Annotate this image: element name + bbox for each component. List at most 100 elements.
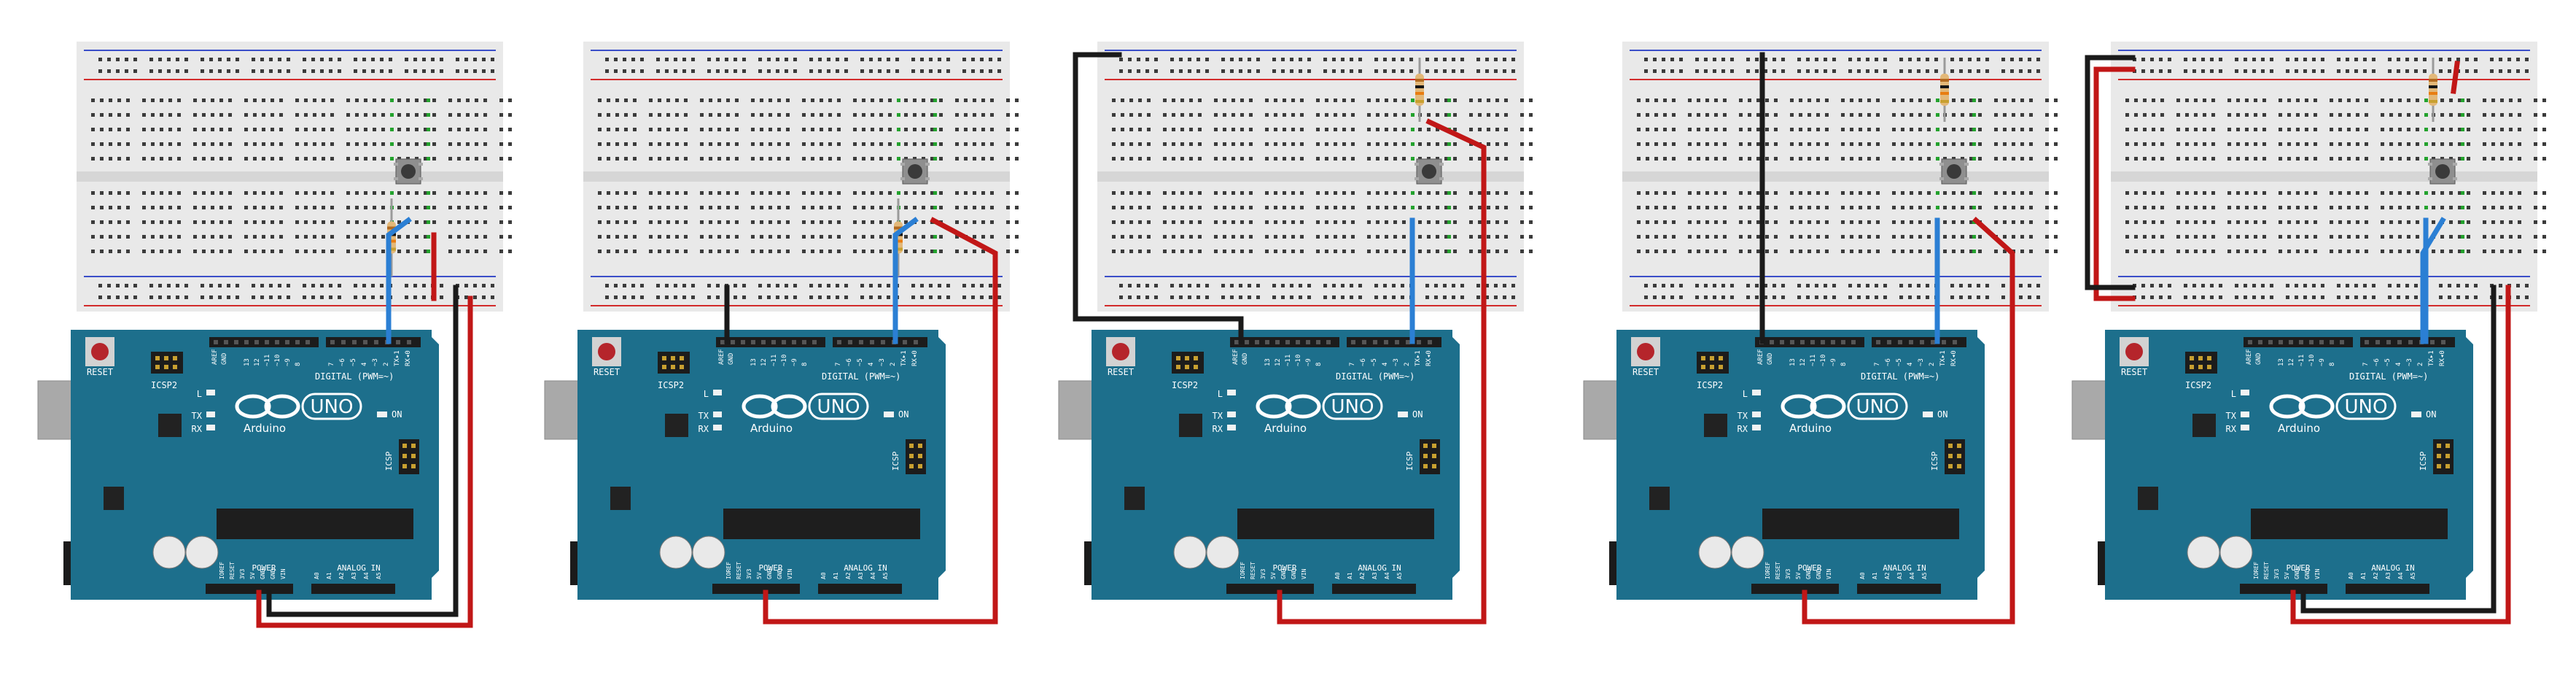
terminal-hole (2398, 220, 2402, 224)
rail-hole (329, 58, 332, 61)
terminal-hole (871, 128, 874, 131)
terminal-hole (1901, 128, 1904, 131)
terminal-hole (1147, 250, 1151, 253)
terminal-hole (1147, 157, 1151, 161)
digital-pin-label: 4 (2395, 363, 2402, 366)
terminal-hole (2211, 191, 2215, 195)
terminal-hole (1249, 157, 1253, 161)
terminal-hole (2143, 220, 2147, 224)
header-pin (2289, 340, 2293, 344)
terminal-hole (313, 128, 316, 131)
terminal-hole (2509, 128, 2513, 131)
terminal-hole (1943, 235, 1947, 239)
header-pin (2408, 340, 2413, 344)
rail-hole (1460, 69, 1464, 73)
terminal-hole (871, 157, 874, 161)
active-hole (2461, 220, 2464, 224)
terminal-hole (2449, 235, 2453, 239)
terminal-hole (1978, 98, 1982, 102)
terminal-hole (177, 157, 181, 161)
rail-hole (1653, 69, 1657, 73)
terminal-hole (1436, 98, 1439, 102)
active-hole (933, 191, 937, 195)
active-hole (933, 235, 937, 239)
terminal-hole (1487, 113, 1490, 117)
terminal-hole (2245, 220, 2249, 224)
terminal-hole (1918, 235, 1922, 239)
center-channel (1097, 171, 1524, 182)
terminal-hole (1231, 191, 1235, 195)
terminal-hole (466, 113, 470, 117)
terminal-hole (820, 206, 823, 209)
microcontroller-chip (217, 509, 413, 539)
terminal-hole (2305, 113, 2308, 117)
terminal-hole (1748, 250, 1751, 253)
terminal-hole (930, 98, 934, 102)
terminal-hole (109, 142, 112, 146)
terminal-hole (2330, 128, 2333, 131)
rail-hole (2036, 284, 2040, 287)
terminal-hole (2407, 128, 2410, 131)
terminal-hole (2365, 113, 2368, 117)
terminal-hole (633, 235, 637, 239)
terminal-hole (1163, 113, 1167, 117)
terminal-hole (2305, 142, 2308, 146)
rail-hole (98, 295, 102, 299)
terminal-hole (304, 250, 308, 253)
terminal-hole (820, 142, 823, 146)
terminal-hole (1006, 206, 1010, 209)
terminal-hole (381, 235, 385, 239)
terminal-hole (1006, 128, 1010, 131)
terminal-hole (786, 206, 790, 209)
terminal-hole (2483, 191, 2486, 195)
rail-hole (2201, 69, 2205, 73)
terminal-hole (177, 220, 181, 224)
rail-hole (656, 284, 660, 287)
terminal-hole (193, 250, 197, 253)
terminal-hole (828, 250, 832, 253)
rail-hole (1425, 284, 1429, 287)
terminal-hole (2381, 235, 2384, 239)
terminal-hole (1385, 98, 1388, 102)
rail-hole (1119, 295, 1123, 299)
terminal-hole (1654, 128, 1658, 131)
rail-hole (1832, 295, 1836, 299)
digital-pin-label: TX▸1 (1415, 350, 1422, 366)
rail-hole (1452, 284, 1455, 287)
terminal-hole (1214, 128, 1218, 131)
header-pin (848, 340, 852, 344)
terminal-hole (1274, 250, 1277, 253)
rail-hole (456, 58, 459, 61)
terminal-hole (802, 157, 806, 161)
led-icon (206, 425, 215, 430)
rail-hole (1670, 69, 1674, 73)
terminal-hole (330, 113, 334, 117)
terminal-hole (2203, 220, 2206, 224)
terminal-hole (330, 250, 334, 253)
terminal-hole (837, 250, 841, 253)
terminal-hole (2296, 191, 2300, 195)
power-label: POWER (1797, 563, 1821, 573)
rail-hole (1653, 284, 1657, 287)
terminal-hole (211, 191, 214, 195)
header-pin (662, 356, 666, 360)
icsp2-header (658, 352, 690, 374)
terminal-hole (2338, 250, 2342, 253)
terminal-hole (1487, 128, 1490, 131)
rail-hole (844, 295, 848, 299)
terminal-hole (1918, 191, 1922, 195)
terminal-hole (1663, 98, 1667, 102)
analog-pin-label: A2 (845, 572, 852, 579)
terminal-hole (913, 98, 917, 102)
terminal-hole (735, 98, 739, 102)
pushbutton-cap (2435, 164, 2450, 179)
terminal-hole (432, 220, 436, 224)
terminal-hole (1393, 113, 1397, 117)
terminal-hole (415, 235, 419, 239)
rail-hole (793, 58, 797, 61)
terminal-hole (1765, 142, 1769, 146)
terminal-hole (1163, 191, 1167, 195)
pushbutton-leg (1439, 177, 1444, 180)
terminal-hole (1765, 128, 1769, 131)
analog-pin-label: A3 (1896, 572, 1903, 579)
